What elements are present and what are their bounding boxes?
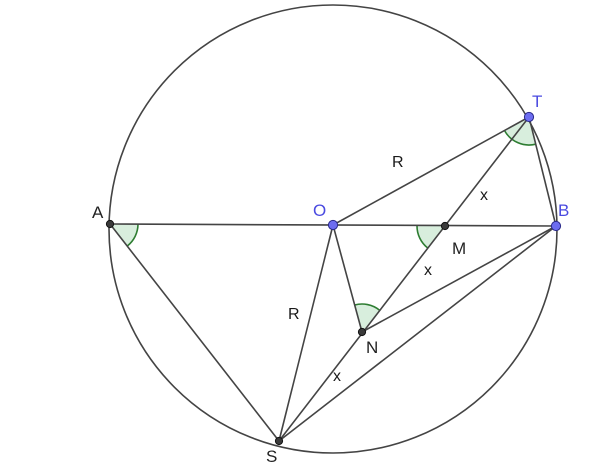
segment-AS (109, 223, 280, 442)
segment-BS (278, 225, 557, 442)
point-S[interactable] (274, 436, 284, 446)
point-T[interactable] (523, 111, 535, 123)
angle-fill-SAB (110, 224, 138, 247)
point-label-N: N (366, 338, 378, 357)
point-label-B: B (558, 201, 569, 220)
segment-label-OS: R (288, 306, 300, 323)
point-N[interactable] (357, 327, 367, 337)
labels: A O M B T N S R R x x x (92, 92, 569, 466)
segment-OT (332, 116, 530, 226)
angle-fill-OMN (417, 225, 445, 249)
angle-arc-OTB (503, 130, 536, 146)
segment-label-OT: R (392, 154, 404, 171)
segment-label-TM: x (480, 187, 488, 204)
points (105, 111, 562, 446)
segment-label-NS: x (333, 368, 341, 385)
segment-TS (278, 116, 530, 442)
angle-arc-OMN (416, 225, 429, 249)
segment-TB (528, 116, 557, 227)
angle-arc-ONM (354, 303, 380, 311)
point-label-M: M (452, 239, 466, 258)
point-label-O: O (313, 201, 326, 220)
segment-BN (361, 225, 557, 333)
point-A[interactable] (105, 219, 115, 229)
angle-arc-SAB (126, 224, 139, 247)
segment-ON (332, 224, 363, 333)
point-label-S: S (266, 447, 277, 466)
segment-label-MN: x (424, 262, 432, 279)
point-B[interactable] (550, 220, 562, 232)
point-O[interactable] (327, 219, 339, 231)
point-label-A: A (92, 203, 104, 222)
point-label-T: T (532, 92, 542, 111)
segment-OS (278, 224, 334, 442)
point-M[interactable] (440, 221, 450, 231)
